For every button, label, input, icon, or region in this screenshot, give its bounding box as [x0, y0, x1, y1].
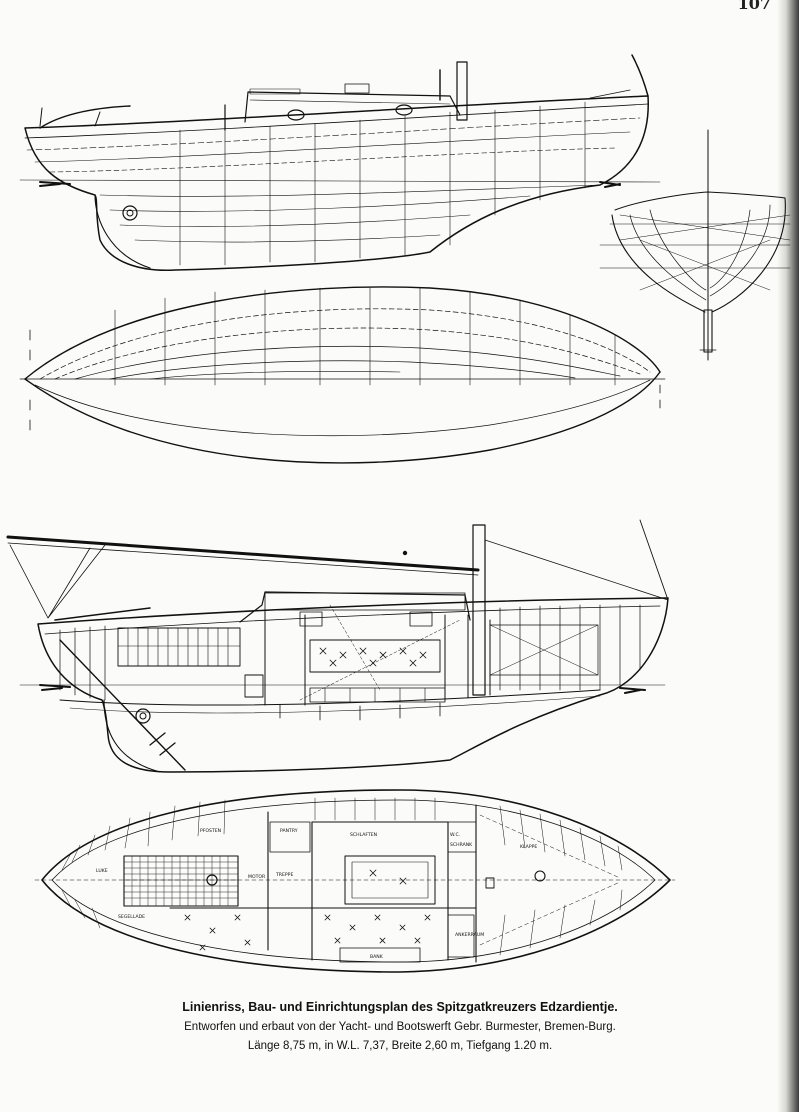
label-klappe: KLAPPE — [520, 844, 537, 850]
label-schrank: SCHRANK — [450, 842, 473, 848]
label-bank: BANK — [370, 954, 384, 960]
label-pantry: PANTRY — [280, 828, 298, 834]
label-motor: MOTOR — [248, 874, 266, 880]
caption-title: Linienriss, Bau- und Einrichtungsplan de… — [182, 1000, 618, 1014]
label-ankerraum: ANKERRAUM — [455, 932, 484, 938]
caption-builder: Entworfen und erbaut von der Yacht- und … — [184, 1021, 616, 1033]
half-breadth-plan — [19, 286, 666, 464]
construction-profile — [6, 519, 669, 773]
caption-dimensions: Länge 8,75 m, in W.L. 7,37, Breite 2,60 … — [247, 1040, 553, 1052]
label-treppe: TREPPE — [275, 872, 293, 878]
sheer-plan-profile — [19, 54, 661, 271]
label-schlaften: SCHLAFTEN — [350, 832, 377, 838]
label-segellade: SEGELLADE — [118, 914, 145, 920]
accommodation-plan: SCHLAFTEN PANTRY KLAPPE MOTOR TREPPE SEG… — [34, 789, 676, 973]
body-plan-sections — [599, 129, 791, 361]
page-number: 107 — [737, 0, 771, 13]
label-luke: LUKE — [96, 868, 108, 874]
label-pfosten: PFOSTEN — [200, 828, 221, 834]
book-spine-shadow — [777, 0, 799, 1112]
label-wc: W.C. — [450, 832, 460, 838]
